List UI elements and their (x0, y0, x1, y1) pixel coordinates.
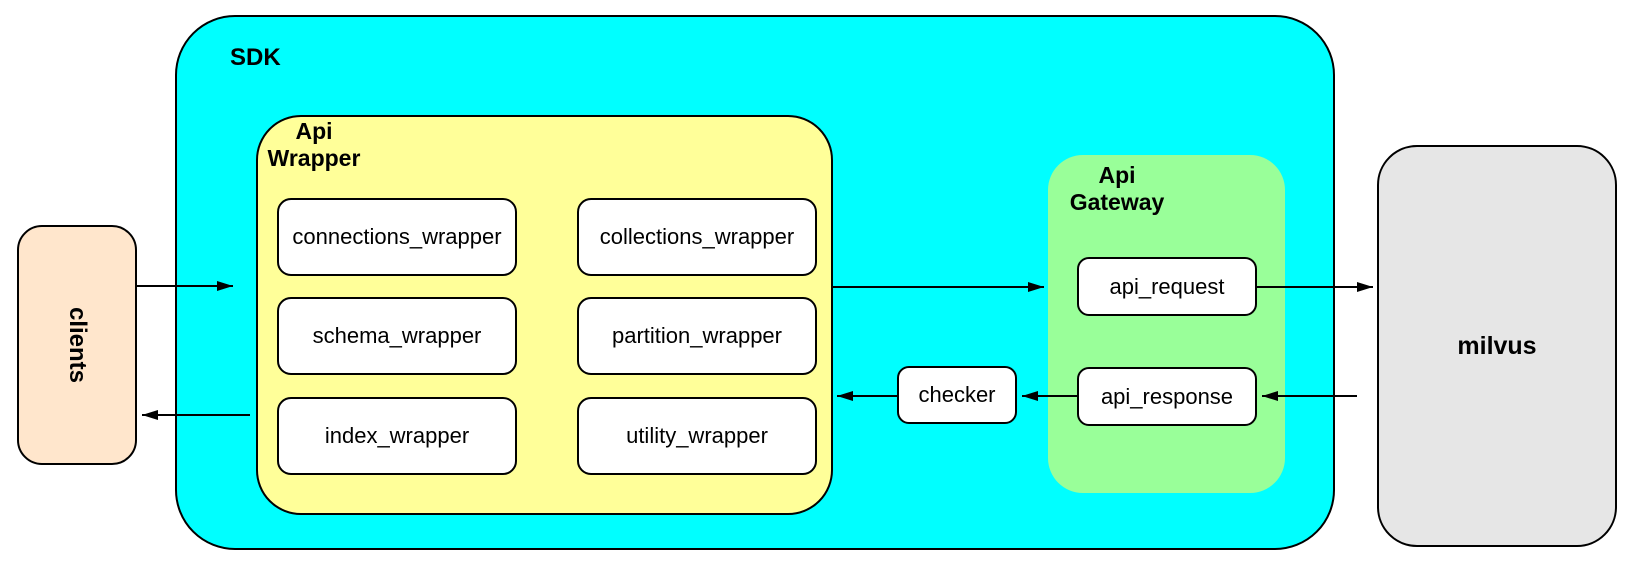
node-partition-wrapper: partition_wrapper (577, 297, 817, 375)
api-wrapper-label: Api Wrapper (267, 118, 361, 171)
node-label: connections_wrapper (292, 224, 502, 249)
node-collections-wrapper: collections_wrapper (577, 198, 817, 276)
node-schema-wrapper: schema_wrapper (277, 297, 517, 375)
node-api-request: api_request (1077, 257, 1257, 316)
sdk-label: SDK (230, 44, 281, 71)
node-label: schema_wrapper (312, 323, 482, 348)
node-label: partition_wrapper (612, 323, 782, 348)
node-label: collections_wrapper (599, 224, 795, 249)
node-label: checker (918, 382, 996, 407)
node-label: api_response (1100, 383, 1234, 409)
node-clients: clients (17, 225, 137, 465)
node-api-response: api_response (1077, 367, 1257, 426)
milvus-label: milvus (1457, 331, 1537, 360)
node-milvus: milvus (1377, 145, 1617, 547)
node-utility-wrapper: utility_wrapper (577, 397, 817, 475)
node-label: index_wrapper (324, 423, 470, 448)
clients-label: clients (64, 306, 91, 384)
node-checker: checker (897, 366, 1017, 424)
api-gateway-container (1048, 155, 1285, 493)
node-connections-wrapper: connections_wrapper (277, 198, 517, 276)
node-index-wrapper: index_wrapper (277, 397, 517, 475)
api-gateway-label: Api Gateway (1069, 162, 1165, 215)
node-label: utility_wrapper (626, 423, 768, 448)
node-label: api_request (1109, 273, 1225, 299)
